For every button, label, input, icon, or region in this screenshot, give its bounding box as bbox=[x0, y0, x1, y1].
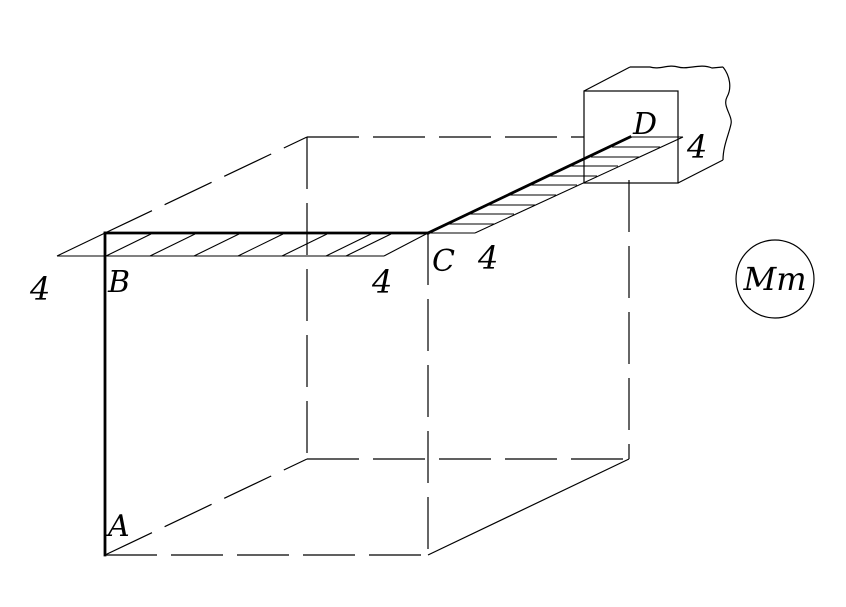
dimension-label: 4 bbox=[371, 263, 392, 301]
load-strip-bc-left-edge bbox=[56, 232, 106, 257]
point-label-c: C bbox=[432, 244, 455, 279]
dimension-label: 4 bbox=[477, 239, 498, 277]
solid-thin-lines bbox=[427, 458, 630, 556]
dashed-box bbox=[104, 136, 630, 556]
dimension-label: 4 bbox=[686, 128, 707, 166]
wall-block-front bbox=[583, 90, 679, 184]
box-edge-top-left bbox=[104, 136, 308, 234]
load-strip-cd bbox=[428, 136, 684, 234]
frame-members bbox=[103, 135, 632, 557]
wall-support bbox=[583, 65, 732, 184]
wall-block-break-line bbox=[722, 66, 732, 161]
badge-circle bbox=[735, 239, 815, 319]
wall-block-top-left bbox=[583, 66, 631, 92]
load-hatch bbox=[105, 233, 152, 257]
wall-block-top-wavy bbox=[630, 65, 724, 69]
load-strip-bc bbox=[56, 232, 429, 257]
load-hatch bbox=[281, 233, 328, 257]
load-hatch bbox=[345, 233, 392, 257]
load-hatch bbox=[149, 233, 196, 257]
box-edge-bottom-left bbox=[104, 458, 308, 556]
load-hatch bbox=[193, 233, 240, 257]
badge-label: Mm bbox=[742, 260, 806, 298]
load-hatch bbox=[325, 233, 372, 257]
load-strip-bc-right-edge bbox=[383, 232, 429, 257]
point-label-b: B bbox=[107, 265, 130, 300]
load-hatch bbox=[237, 233, 284, 257]
member-cd bbox=[426, 135, 632, 235]
box-edge-bottom-right bbox=[427, 458, 630, 556]
dimension-label: 4 bbox=[29, 270, 50, 308]
point-label-d: D bbox=[632, 107, 657, 142]
load-strip-cd-outer-edge bbox=[474, 136, 684, 234]
wall-block-bottom-right bbox=[677, 159, 724, 184]
point-label-a: A bbox=[105, 509, 130, 544]
